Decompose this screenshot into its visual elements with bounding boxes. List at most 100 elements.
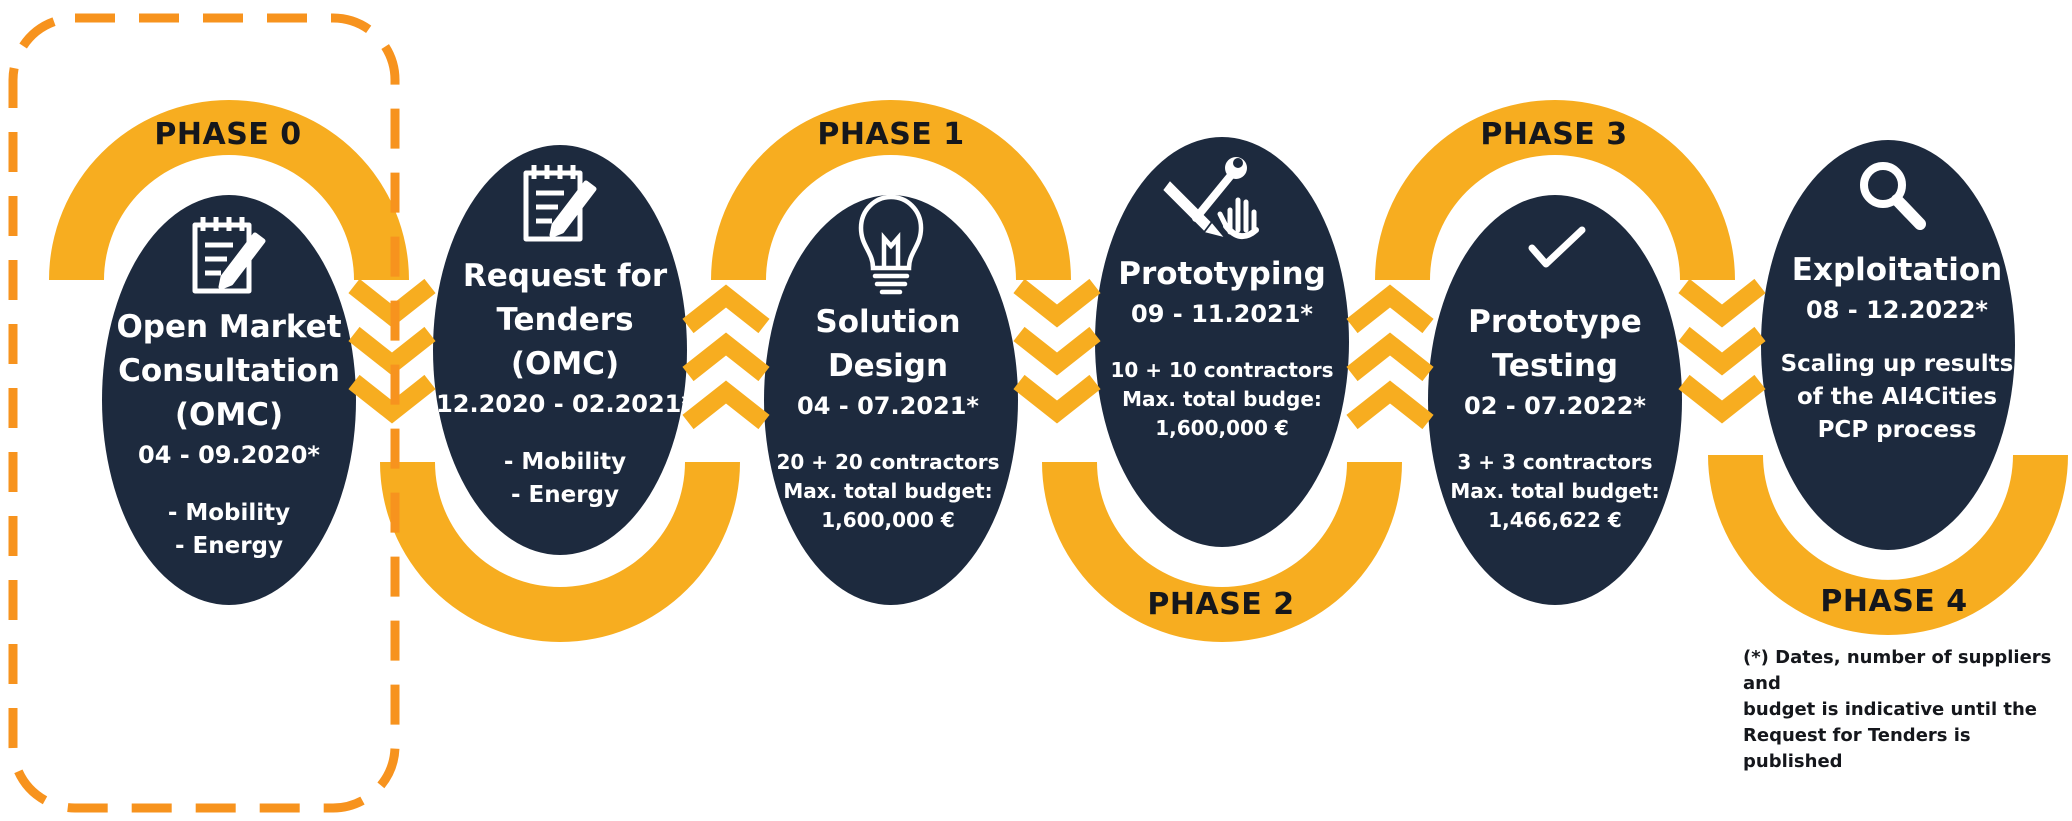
step-title-line: Exploitation xyxy=(1791,252,2003,288)
step-oval xyxy=(1761,140,2015,550)
step-detail: 1,600,000 € xyxy=(821,508,955,532)
chevron-arrow xyxy=(1013,374,1101,424)
footnote: (*) Dates, number of suppliers and budge… xyxy=(1743,645,2072,775)
pencil-shape xyxy=(549,180,597,238)
step-detail: Scaling up results xyxy=(1780,351,2014,377)
step-exploitation: Exploitation 08 - 12.2022* Scaling up re… xyxy=(1772,248,2022,447)
step-date: 12.2020 - 02.2021* xyxy=(436,390,694,418)
step-oval xyxy=(764,195,1018,605)
lightbulb-icon xyxy=(858,194,924,295)
footnote-line: budget is indicative until the xyxy=(1743,699,2038,720)
phase-arch xyxy=(1708,455,2068,635)
step-ovals xyxy=(102,137,2015,605)
chevron-arrow xyxy=(348,326,436,376)
chevron-arrow xyxy=(682,380,770,430)
footnote-line: (*) Dates, number of suppliers and xyxy=(1743,647,2052,694)
chevron-arrow xyxy=(1013,326,1101,376)
step-detail: 1,600,000 € xyxy=(1155,416,1289,440)
magnifier-icon xyxy=(1860,162,1926,230)
notepad-icon xyxy=(192,217,266,294)
step-title-line: Consultation xyxy=(118,353,340,389)
step-title-line: Tenders xyxy=(496,302,634,338)
chevron-arrow xyxy=(1346,284,1434,334)
step-title-line: Request for xyxy=(462,258,668,294)
step-prototype-testing: Prototype Testing 02 - 07.2022* 3 + 3 co… xyxy=(1435,300,1675,535)
phase-arch xyxy=(711,100,1071,280)
chevron-arrow xyxy=(1678,278,1766,328)
footnote-line: Request for Tenders is published xyxy=(1743,725,1971,772)
magnifier-handle xyxy=(1891,194,1926,230)
step-date: 09 - 11.2021* xyxy=(1131,300,1313,328)
chevron-arrow xyxy=(682,284,770,334)
phase-arch xyxy=(380,462,740,642)
step-detail: - Energy xyxy=(510,482,620,508)
step-date: 04 - 07.2021* xyxy=(797,392,979,420)
chevron-arrow xyxy=(1013,278,1101,328)
step-title-line: (OMC) xyxy=(174,397,284,433)
phase-0-label: PHASE 0 xyxy=(154,117,302,152)
phase-4-label: PHASE 4 xyxy=(1820,584,1968,619)
checkmark-icon xyxy=(1528,226,1586,268)
step-detail: - Mobility xyxy=(167,500,291,526)
chevron-arrow xyxy=(1346,332,1434,382)
step-detail: Max. total budget: xyxy=(1450,479,1660,503)
phase-arches xyxy=(49,100,2068,642)
step-detail: of the AI4Cities xyxy=(1796,384,1998,410)
magnifier-lens xyxy=(1860,162,1906,208)
bulb-glass xyxy=(858,194,924,271)
step-oval xyxy=(1095,137,1349,547)
highlight-dashed-frame xyxy=(8,13,400,813)
phase-arch xyxy=(1042,462,1402,642)
hand-palm xyxy=(1223,223,1259,239)
step-date: 04 - 09.2020* xyxy=(138,441,320,469)
step-open-market-consultation: Open Market Consultation (OMC) 04 - 09.2… xyxy=(109,305,349,563)
step-detail: Max. total budge: xyxy=(1122,387,1322,411)
chevron-arrow xyxy=(1678,374,1766,424)
pencil-shape xyxy=(218,232,266,290)
step-oval xyxy=(102,195,356,605)
step-title-line: Design xyxy=(827,348,949,384)
step-detail: 20 + 20 contractors xyxy=(776,450,1000,474)
tools-icon xyxy=(1163,157,1259,239)
phase-arch xyxy=(1375,100,1735,280)
step-title-line: Solution xyxy=(815,304,961,340)
step-title-line: Prototyping xyxy=(1118,256,1326,292)
step-title-line: Testing xyxy=(1491,348,1619,384)
step-oval xyxy=(433,145,687,555)
step-title-line: Prototype xyxy=(1468,304,1642,340)
step-title-line: Open Market xyxy=(116,309,342,345)
checkmark-stroke xyxy=(1528,226,1586,268)
step-detail: Max. total budget: xyxy=(783,479,993,503)
step-icons xyxy=(192,157,1926,295)
step-date: 08 - 12.2022* xyxy=(1806,296,1988,324)
step-title-line: (OMC) xyxy=(510,346,620,382)
bulb-filament xyxy=(881,232,901,269)
phase-3-label: PHASE 3 xyxy=(1480,117,1628,152)
chevron-arrow xyxy=(682,332,770,382)
wrench-handle xyxy=(1192,170,1236,222)
step-detail: 3 + 3 contractors xyxy=(1457,450,1653,474)
hand-fingers xyxy=(1217,197,1257,235)
step-detail: 1,466,622 € xyxy=(1488,508,1622,532)
notepad-icon xyxy=(523,165,597,242)
step-oval xyxy=(1428,195,1682,605)
step-prototyping: Prototyping 09 - 11.2021* 10 + 10 contra… xyxy=(1102,252,1342,443)
chevron-arrow xyxy=(1346,380,1434,430)
step-detail: - Mobility xyxy=(503,449,627,475)
step-detail: - Energy xyxy=(174,533,284,559)
pencil-tip xyxy=(1205,223,1224,237)
phase-arch xyxy=(49,100,409,280)
phase-2-label: PHASE 2 xyxy=(1147,587,1295,622)
chevron-arrows xyxy=(348,278,1766,430)
step-date: 02 - 07.2022* xyxy=(1464,392,1646,420)
phase-1-label: PHASE 1 xyxy=(817,117,965,152)
wrench-jaw xyxy=(1233,158,1243,168)
step-detail: PCP process xyxy=(1817,417,1977,443)
step-detail: 10 + 10 contractors xyxy=(1110,358,1334,382)
step-solution-design: Solution Design 04 - 07.2021* 20 + 20 co… xyxy=(768,300,1008,535)
chevron-arrow xyxy=(1678,326,1766,376)
chevron-arrow xyxy=(348,374,436,424)
step-request-for-tenders: Request for Tenders (OMC) 12.2020 - 02.2… xyxy=(435,254,695,512)
